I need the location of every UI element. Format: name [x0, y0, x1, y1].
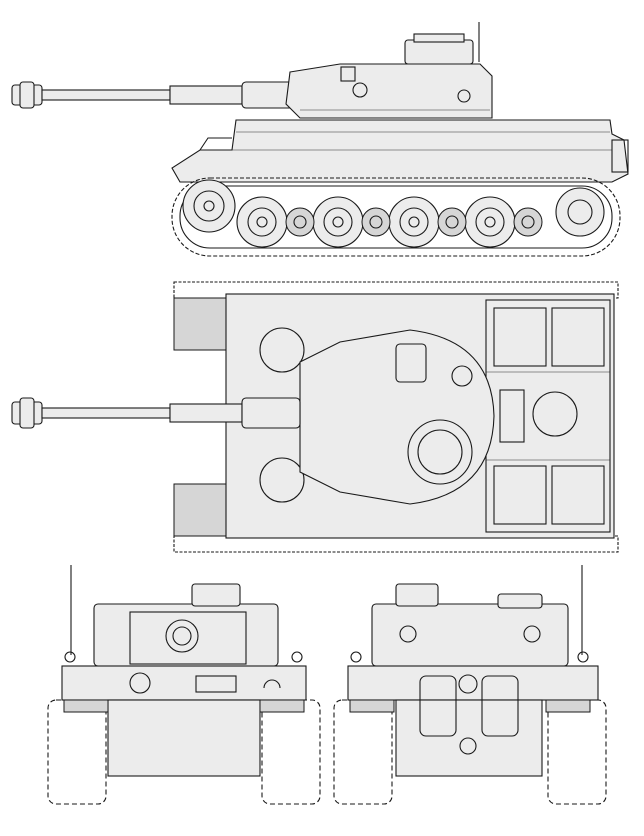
top-cupola [407, 419, 473, 485]
front-hull [61, 665, 307, 701]
side-gun-barrel [11, 81, 295, 109]
front-view [47, 565, 321, 805]
top-turret [299, 329, 495, 505]
front-turret [93, 603, 279, 667]
rear-turret [371, 603, 569, 667]
exhaust-left [419, 675, 457, 737]
rear-hull [347, 665, 599, 701]
side-hull [171, 119, 629, 183]
front-mantlet [165, 619, 199, 653]
top-fender [173, 297, 227, 351]
side-track [171, 177, 621, 257]
side-turret [285, 33, 493, 119]
commander-cupola [404, 39, 474, 65]
side-view [11, 22, 629, 257]
exhaust-right [481, 675, 519, 737]
side-road-wheels [182, 179, 605, 248]
front-track-left [47, 699, 107, 805]
top-view [11, 281, 619, 553]
rear-track-left [333, 699, 393, 805]
top-gun-barrel [11, 397, 301, 429]
top-radio-hatch [259, 457, 305, 503]
front-track-right [261, 699, 321, 805]
top-driver-hatch [259, 327, 305, 373]
rear-view [333, 565, 607, 805]
rear-track-right [547, 699, 607, 805]
